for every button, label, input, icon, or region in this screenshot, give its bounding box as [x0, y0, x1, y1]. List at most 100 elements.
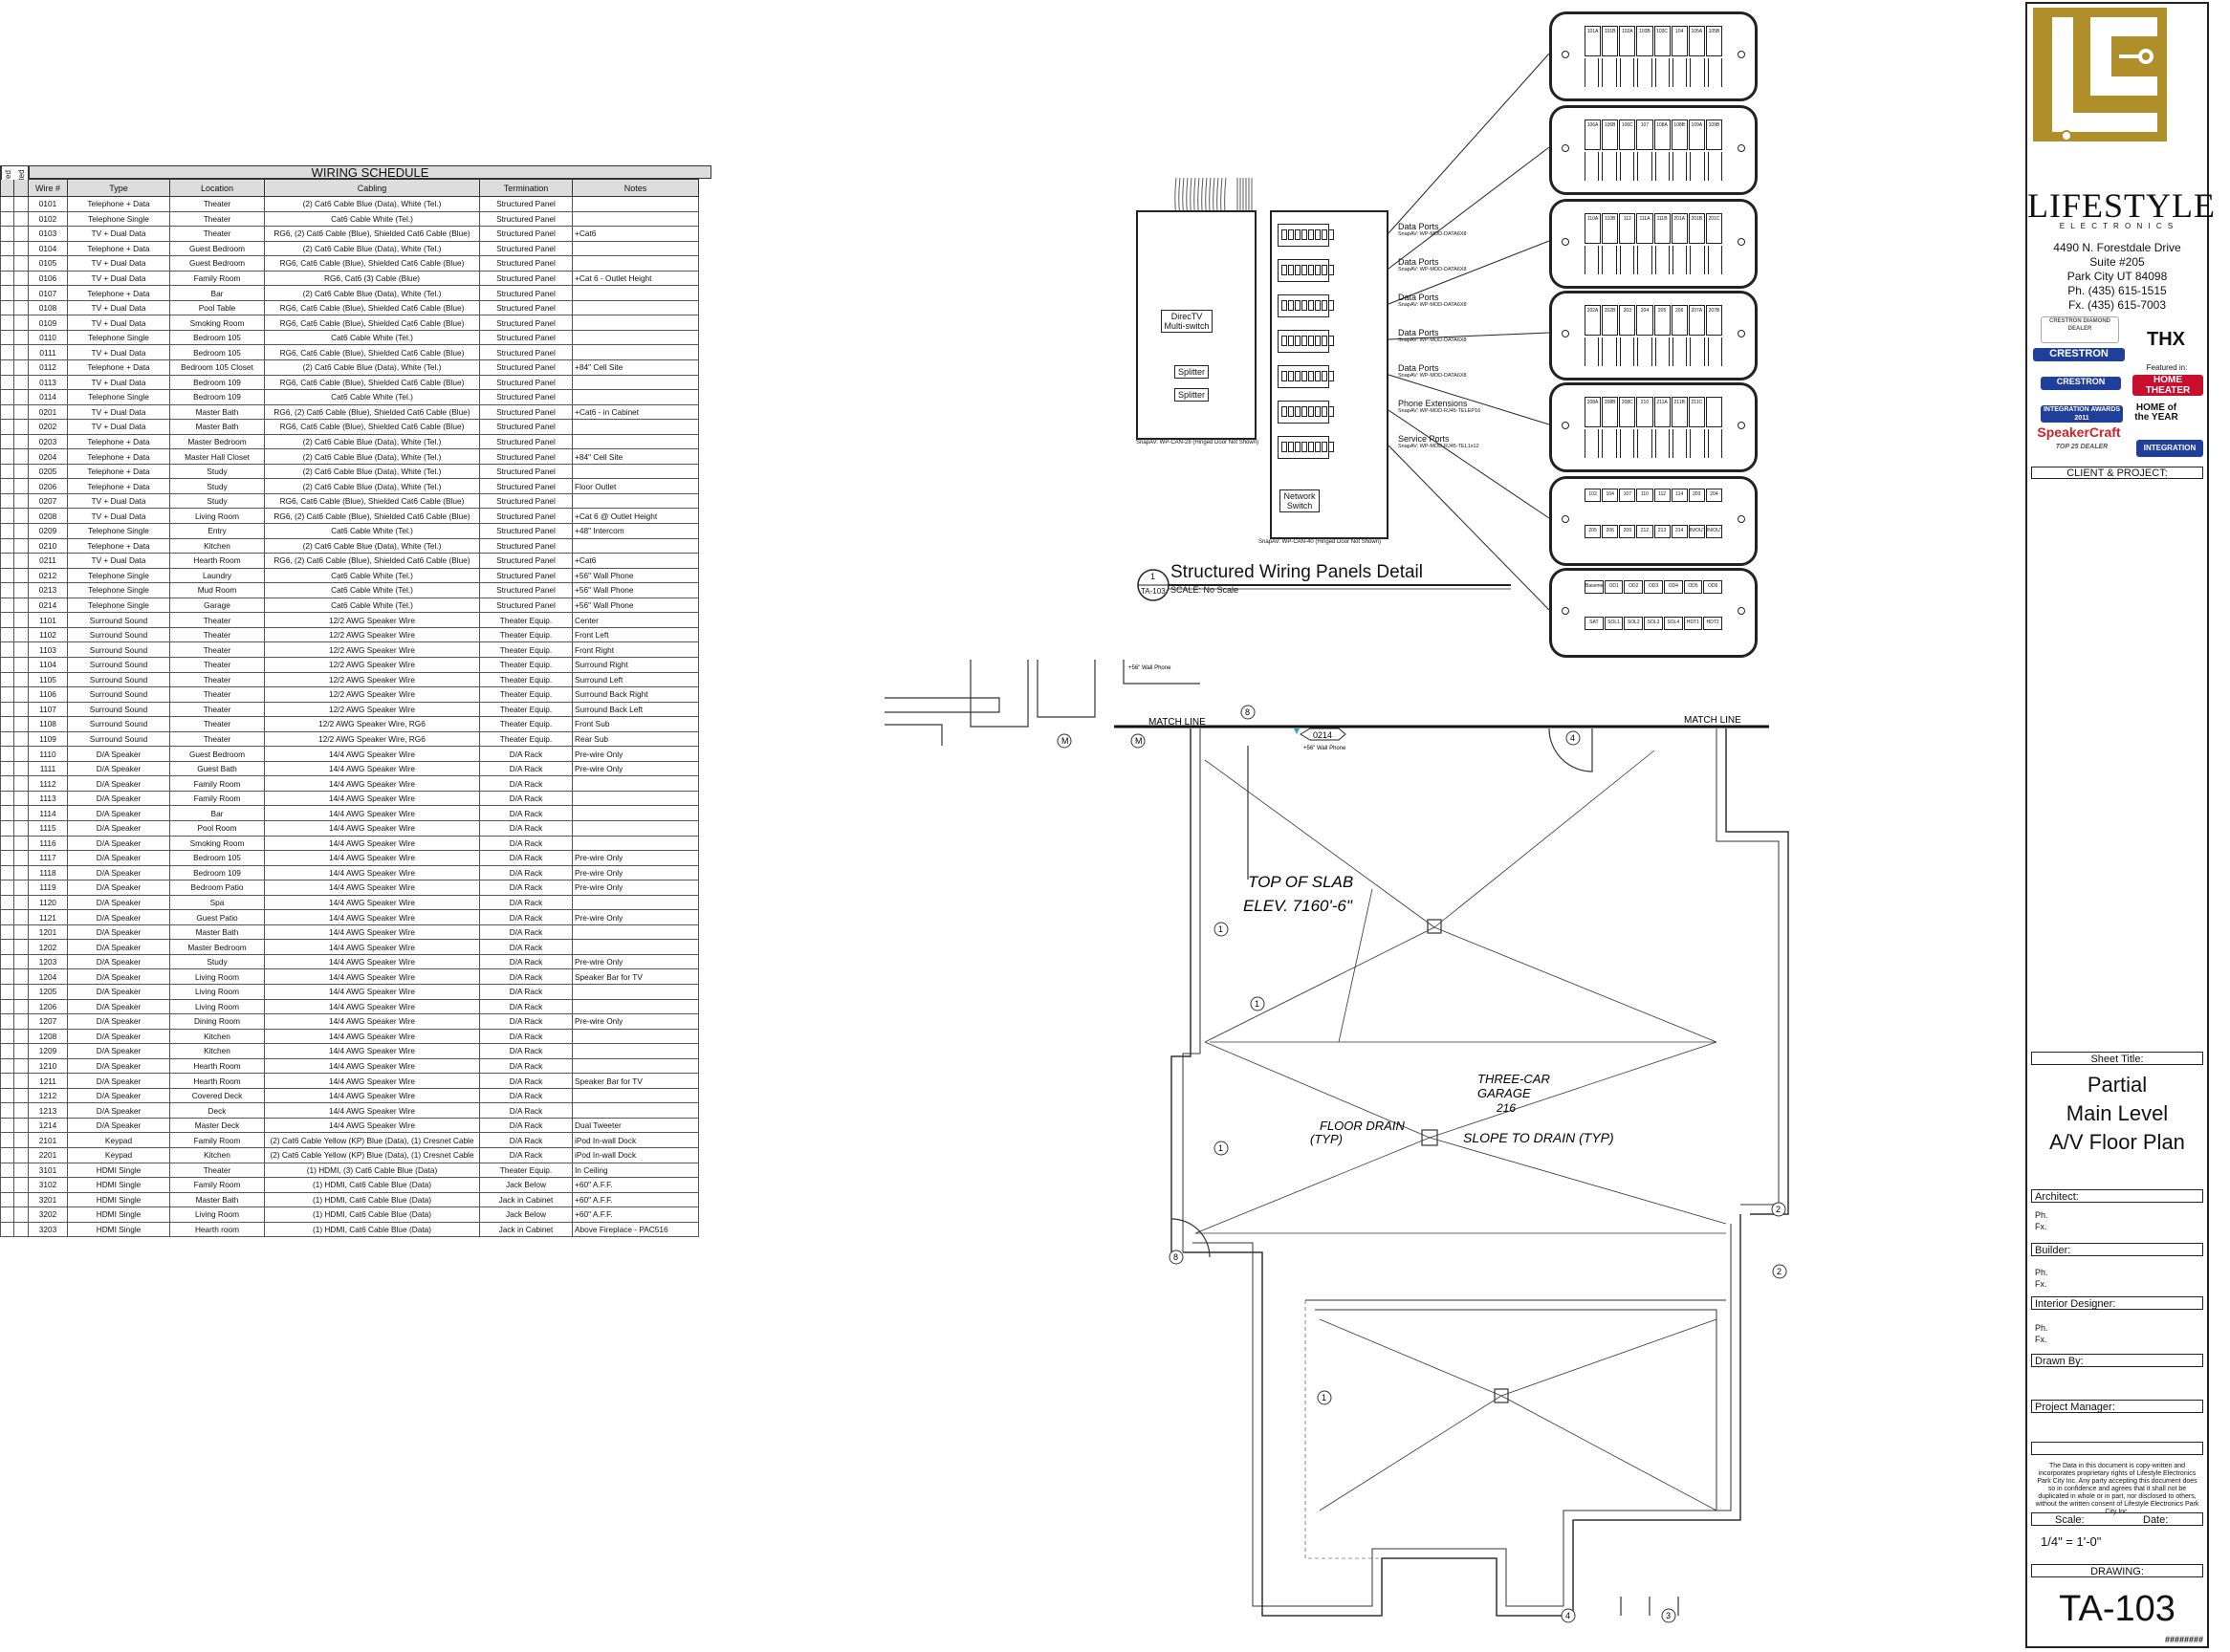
wired-checkbox[interactable]	[0, 255, 14, 272]
tested-checkbox[interactable]	[13, 612, 29, 628]
wired-checkbox[interactable]	[0, 1117, 14, 1134]
tested-checkbox[interactable]	[13, 344, 29, 361]
wired-checkbox[interactable]	[0, 597, 14, 614]
tested-checkbox[interactable]	[13, 1117, 29, 1134]
tested-checkbox[interactable]	[13, 656, 29, 673]
wired-checkbox[interactable]	[0, 567, 14, 584]
tested-checkbox[interactable]	[13, 433, 29, 450]
tested-checkbox[interactable]	[13, 523, 29, 539]
tested-checkbox[interactable]	[13, 880, 29, 896]
wired-checkbox[interactable]	[0, 968, 14, 985]
tested-checkbox[interactable]	[13, 508, 29, 525]
wired-checkbox[interactable]	[0, 686, 14, 703]
wired-checkbox[interactable]	[0, 285, 14, 301]
wired-checkbox[interactable]	[0, 1102, 14, 1119]
tested-checkbox[interactable]	[13, 775, 29, 792]
wired-checkbox[interactable]	[0, 1057, 14, 1075]
tested-checkbox[interactable]	[13, 998, 29, 1015]
tested-checkbox[interactable]	[13, 924, 29, 941]
wired-checkbox[interactable]	[0, 448, 14, 465]
wired-checkbox[interactable]	[0, 226, 14, 242]
tested-checkbox[interactable]	[13, 240, 29, 257]
tested-checkbox[interactable]	[13, 805, 29, 821]
wired-checkbox[interactable]	[0, 1028, 14, 1045]
tested-checkbox[interactable]	[13, 909, 29, 925]
tested-checkbox[interactable]	[13, 374, 29, 391]
wired-checkbox[interactable]	[0, 835, 14, 852]
wired-checkbox[interactable]	[0, 909, 14, 925]
wired-checkbox[interactable]	[0, 1177, 14, 1193]
wired-checkbox[interactable]	[0, 1132, 14, 1148]
tested-checkbox[interactable]	[13, 701, 29, 718]
tested-checkbox[interactable]	[13, 1013, 29, 1030]
tested-checkbox[interactable]	[13, 359, 29, 376]
wired-checkbox[interactable]	[0, 270, 14, 287]
tested-checkbox[interactable]	[13, 641, 29, 658]
wired-checkbox[interactable]	[0, 1221, 14, 1238]
tested-checkbox[interactable]	[13, 1177, 29, 1193]
wired-checkbox[interactable]	[0, 553, 14, 569]
wired-checkbox[interactable]	[0, 1162, 14, 1179]
wired-checkbox[interactable]	[0, 656, 14, 673]
wired-checkbox[interactable]	[0, 537, 14, 554]
wired-checkbox[interactable]	[0, 1043, 14, 1059]
tested-checkbox[interactable]	[13, 864, 29, 881]
wired-checkbox[interactable]	[0, 1073, 14, 1089]
tested-checkbox[interactable]	[13, 953, 29, 970]
tested-checkbox[interactable]	[13, 1162, 29, 1179]
wired-checkbox[interactable]	[0, 419, 14, 435]
wired-checkbox[interactable]	[0, 850, 14, 866]
tested-checkbox[interactable]	[13, 671, 29, 688]
wired-checkbox[interactable]	[0, 790, 14, 807]
tested-checkbox[interactable]	[13, 1206, 29, 1223]
tested-checkbox[interactable]	[13, 686, 29, 703]
wired-checkbox[interactable]	[0, 671, 14, 688]
tested-checkbox[interactable]	[13, 1073, 29, 1089]
tested-checkbox[interactable]	[13, 716, 29, 732]
tested-checkbox[interactable]	[13, 210, 29, 228]
tested-checkbox[interactable]	[13, 389, 29, 405]
tested-checkbox[interactable]	[13, 403, 29, 421]
wired-checkbox[interactable]	[0, 389, 14, 405]
wired-checkbox[interactable]	[0, 880, 14, 896]
tested-checkbox[interactable]	[13, 939, 29, 955]
wired-checkbox[interactable]	[0, 374, 14, 391]
wired-checkbox[interactable]	[0, 240, 14, 257]
tested-checkbox[interactable]	[13, 285, 29, 301]
tested-checkbox[interactable]	[13, 196, 29, 212]
wired-checkbox[interactable]	[0, 819, 14, 837]
tested-checkbox[interactable]	[13, 983, 29, 1000]
wired-checkbox[interactable]	[0, 641, 14, 658]
tested-checkbox[interactable]	[13, 835, 29, 852]
wired-checkbox[interactable]	[0, 746, 14, 762]
wired-checkbox[interactable]	[0, 478, 14, 494]
tested-checkbox[interactable]	[13, 553, 29, 569]
wired-checkbox[interactable]	[0, 1013, 14, 1030]
wired-checkbox[interactable]	[0, 210, 14, 228]
tested-checkbox[interactable]	[13, 1057, 29, 1075]
wired-checkbox[interactable]	[0, 463, 14, 480]
tested-checkbox[interactable]	[13, 582, 29, 598]
tested-checkbox[interactable]	[13, 448, 29, 465]
tested-checkbox[interactable]	[13, 819, 29, 837]
tested-checkbox[interactable]	[13, 270, 29, 287]
tested-checkbox[interactable]	[13, 760, 29, 777]
tested-checkbox[interactable]	[13, 226, 29, 242]
wired-checkbox[interactable]	[0, 403, 14, 421]
tested-checkbox[interactable]	[13, 968, 29, 985]
wired-checkbox[interactable]	[0, 1191, 14, 1208]
tested-checkbox[interactable]	[13, 1028, 29, 1045]
tested-checkbox[interactable]	[13, 746, 29, 762]
tested-checkbox[interactable]	[13, 478, 29, 494]
tested-checkbox[interactable]	[13, 463, 29, 480]
tested-checkbox[interactable]	[13, 626, 29, 643]
tested-checkbox[interactable]	[13, 1221, 29, 1238]
tested-checkbox[interactable]	[13, 315, 29, 331]
wired-checkbox[interactable]	[0, 344, 14, 361]
tested-checkbox[interactable]	[13, 492, 29, 510]
tested-checkbox[interactable]	[13, 790, 29, 807]
wired-checkbox[interactable]	[0, 998, 14, 1015]
wired-checkbox[interactable]	[0, 492, 14, 510]
tested-checkbox[interactable]	[13, 1043, 29, 1059]
wired-checkbox[interactable]	[0, 760, 14, 777]
